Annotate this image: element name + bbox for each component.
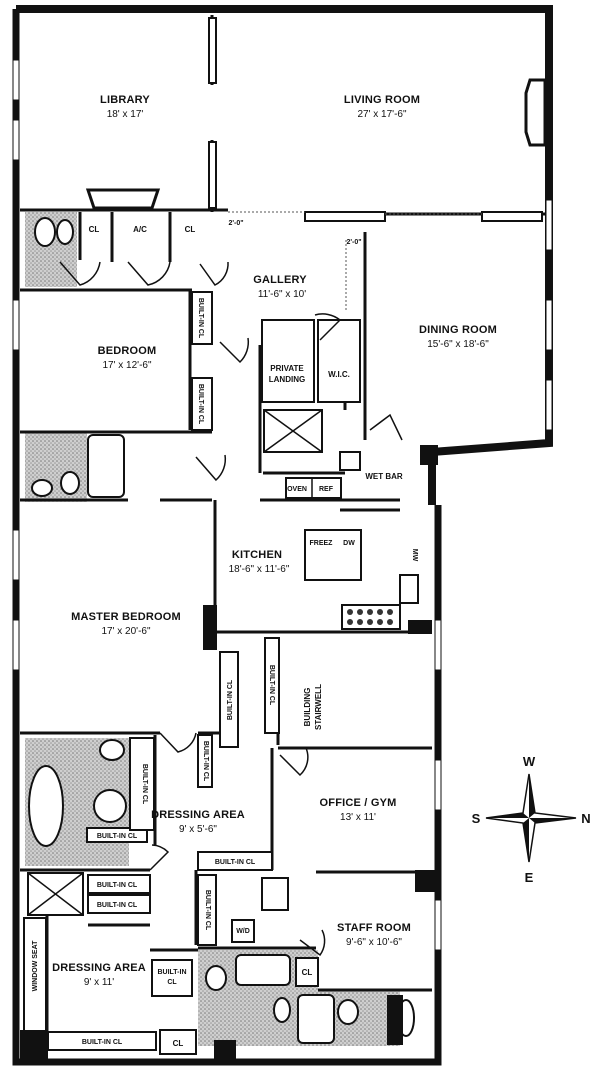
building-label: BUILDING bbox=[303, 688, 312, 727]
library-dimensions: 18' x 17' bbox=[107, 109, 144, 120]
dressing-area-upper-label: DRESSING AREA bbox=[151, 809, 245, 821]
built-in-closet-label: BUILT-IN CL bbox=[215, 859, 256, 866]
office-gym-label: OFFICE / GYM bbox=[320, 797, 397, 809]
fireplace-icon bbox=[524, 78, 547, 147]
gallery-label: GALLERY bbox=[253, 274, 307, 286]
dressing-area-upper-dimensions: 9' x 5'-6" bbox=[179, 824, 217, 835]
sink-icon bbox=[399, 574, 419, 604]
burners bbox=[347, 609, 393, 625]
freezer-label: FREEZ bbox=[310, 540, 334, 547]
stove-icon bbox=[341, 604, 401, 630]
gallery-dimensions: 11'-6" x 10' bbox=[258, 289, 306, 300]
closet-label: CL bbox=[89, 225, 100, 234]
sink-icon bbox=[261, 877, 289, 911]
built-in-closet-label: BUILT-IN CL bbox=[268, 665, 275, 706]
landing-label: LANDING bbox=[269, 375, 305, 384]
built-in-closet-label: BUILT-IN CL bbox=[97, 882, 138, 889]
fireplace-icon bbox=[85, 188, 161, 210]
dishwasher-label: DW bbox=[343, 540, 355, 547]
oven-label: OVEN bbox=[287, 486, 307, 493]
fixture-labels: CL A/C CL 2'-0" 2'-0" PRIVATE LANDING W.… bbox=[32, 220, 418, 1048]
built-in-closet-label: BUILT-IN CL bbox=[204, 890, 211, 931]
window-seat-label: WINDOW SEAT bbox=[32, 940, 39, 992]
wall-openings bbox=[208, 17, 543, 222]
door-swings bbox=[59, 261, 403, 957]
closet-label: CL bbox=[167, 979, 177, 986]
bedroom-dimensions: 17' x 12'-6" bbox=[102, 360, 152, 371]
sink-icon bbox=[339, 451, 361, 471]
kitchen-label: KITCHEN bbox=[232, 549, 282, 561]
built-in-closet-label: BUILT-IN CL bbox=[227, 679, 234, 720]
built-in-closet-label: BUILT-IN CL bbox=[197, 384, 204, 425]
library-label: LIBRARY bbox=[100, 94, 150, 106]
compass-west-label: W bbox=[523, 754, 536, 769]
room-labels: LIBRARY 18' x 17' LIVING ROOM 27' x 17'-… bbox=[52, 94, 497, 988]
windows bbox=[12, 59, 553, 951]
built-in-closet-label: BUILT-IN CL bbox=[82, 1039, 123, 1046]
dining-room-dimensions: 15'-6" x 18'-6" bbox=[427, 339, 489, 350]
columns bbox=[20, 445, 438, 1062]
dimension-note: 2'-0" bbox=[346, 239, 361, 246]
master-bedroom-dimensions: 17' x 20'-6" bbox=[101, 626, 151, 637]
washer-dryer-label: W/D bbox=[236, 928, 250, 935]
wet-bar-label: WET BAR bbox=[365, 472, 403, 481]
stairwell-label: STAIRWELL bbox=[314, 684, 323, 730]
oven-ref-counter bbox=[285, 477, 342, 499]
living-room-dimensions: 27' x 17'-6" bbox=[357, 109, 407, 120]
dressing-area-lower-dimensions: 9' x 11' bbox=[84, 977, 114, 988]
openings-dotted bbox=[228, 211, 482, 310]
built-in-closet-label: BUILT-IN CL bbox=[202, 741, 209, 782]
wic-label: W.I.C. bbox=[328, 370, 350, 379]
kitchen-island bbox=[304, 529, 362, 581]
bath-fixtures bbox=[28, 217, 415, 1044]
compass-north-label: N bbox=[581, 811, 590, 826]
built-in-closet-label: BUILT-IN CL bbox=[97, 833, 138, 840]
staff-room-label: STAFF ROOM bbox=[337, 922, 411, 934]
private-label: PRIVATE bbox=[270, 364, 304, 373]
built-in-closet-label: BUILT-IN CL bbox=[197, 298, 204, 339]
built-in-label: BUILT-IN bbox=[157, 969, 186, 976]
closet-label: CL bbox=[302, 968, 313, 977]
living-room-label: LIVING ROOM bbox=[344, 94, 420, 106]
ac-label: A/C bbox=[133, 225, 147, 234]
master-bedroom-label: MASTER BEDROOM bbox=[71, 611, 181, 623]
kitchen-dimensions: 18'-6" x 11'-6" bbox=[229, 564, 290, 575]
compass-east-label: E bbox=[525, 870, 534, 885]
closet-label: CL bbox=[185, 225, 196, 234]
compass-south-label: S bbox=[472, 811, 481, 826]
compass-rose: W E S N bbox=[472, 754, 591, 885]
ref-label: REF bbox=[319, 486, 334, 493]
shower-icon bbox=[27, 872, 84, 916]
bedroom-label: BEDROOM bbox=[98, 345, 157, 357]
elevator-icon bbox=[263, 409, 323, 453]
built-in-closet-label: BUILT-IN CL bbox=[141, 764, 148, 805]
built-in-closets bbox=[47, 291, 361, 1055]
dressing-area-lower-label: DRESSING AREA bbox=[52, 962, 146, 974]
office-gym-dimensions: 13' x 11' bbox=[340, 812, 376, 823]
built-in-closet-label: BUILT-IN CL bbox=[97, 902, 138, 909]
staff-room-dimensions: 9'-6" x 10'-6" bbox=[346, 937, 402, 948]
dimension-note: 2'-0" bbox=[228, 220, 243, 227]
dining-room-label: DINING ROOM bbox=[419, 324, 497, 336]
closet-label: CL bbox=[173, 1039, 184, 1048]
microwave-label: MW bbox=[411, 549, 418, 562]
